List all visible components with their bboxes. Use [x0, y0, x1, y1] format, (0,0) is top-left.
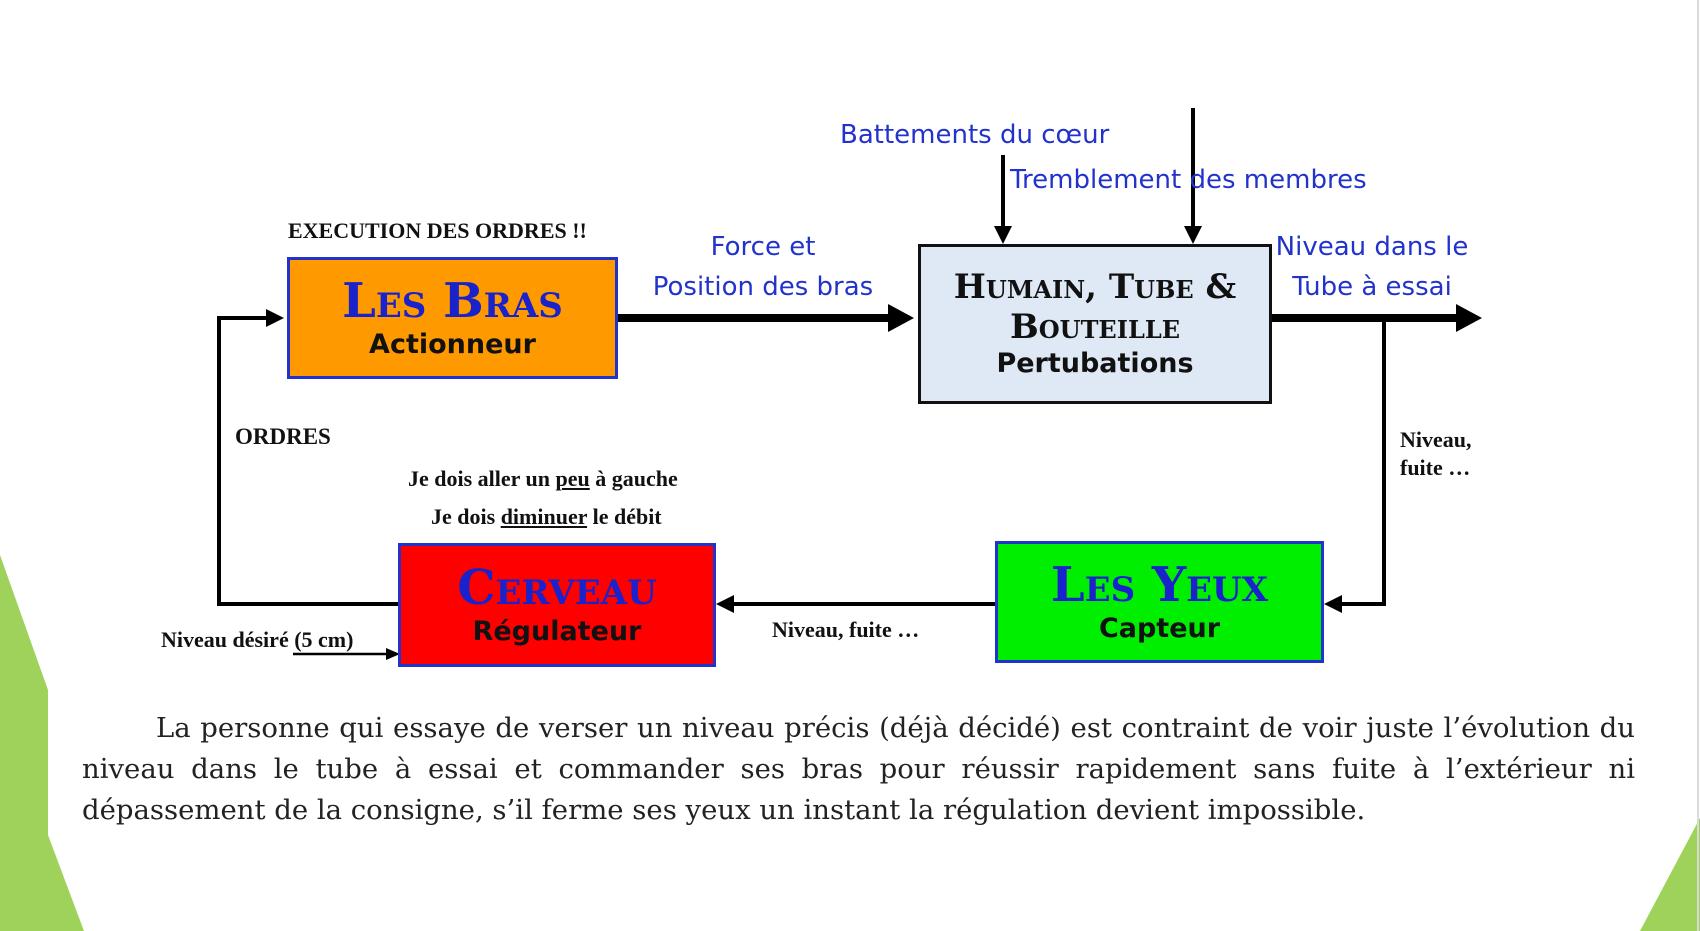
explanation-paragraph-text: La personne qui essaye de verser un nive… [82, 712, 1635, 826]
block-les-bras: Les Bras Actionneur [287, 257, 618, 379]
right-green-decoration [1640, 818, 1700, 931]
label-tremblement: Tremblement des membres [1010, 165, 1367, 195]
label-pensee-2-emph: diminuer [500, 504, 588, 529]
label-niveau-tube-1: Niveau dans le [1275, 232, 1469, 262]
arrowhead-battements [994, 226, 1012, 244]
arrowhead-output [1456, 304, 1482, 332]
arrow-feedback-to-yeux [1340, 318, 1386, 606]
label-niveau-fuite-bottom: Niveau, fuite … [772, 617, 920, 642]
label-niveau-fuite-right-1: Niveau, [1400, 427, 1472, 452]
block-cerveau: Cerveau Régulateur [398, 543, 716, 667]
block-environment-title-2: Bouteille [1010, 306, 1180, 347]
label-battements: Battements du cœur [840, 120, 1110, 150]
block-cerveau-title: Cerveau [457, 559, 657, 616]
block-cerveau-subtitle: Régulateur [472, 615, 642, 647]
label-pensee-2-after: le débit [587, 504, 662, 529]
label-pensee-2: Je dois diminuer le débit [431, 504, 662, 530]
label-pensee-2-before: Je dois [431, 504, 501, 529]
block-les-bras-subtitle: Actionneur [369, 328, 536, 360]
block-les-yeux-title: Les Yeux [1050, 556, 1269, 613]
explanation-paragraph: La personne qui essaye de verser un nive… [82, 708, 1635, 831]
label-execution: EXECUTION DES ORDRES !! [288, 218, 587, 243]
arrowhead-tremblement [1184, 226, 1202, 244]
label-force-1: Force et [710, 232, 816, 262]
arrowhead-yeux [1324, 595, 1342, 613]
label-niveau-fuite-right-2: fuite … [1400, 455, 1471, 480]
block-les-bras-title: Les Bras [342, 272, 563, 329]
block-environment: Humain, Tube & Bouteille Pertubations [918, 244, 1272, 404]
arrow-ordres [217, 316, 398, 606]
arrowhead-bras [266, 309, 284, 327]
arrowhead-cerveau [716, 595, 734, 613]
label-pensee-1: Je dois aller un peu à gauche [408, 466, 678, 492]
left-green-decoration [0, 555, 84, 931]
block-les-yeux: Les Yeux Capteur [995, 541, 1324, 663]
label-pensee-1-after: à gauche [589, 466, 678, 491]
label-pensee-1-before: Je dois aller un [408, 466, 556, 491]
arrowhead-consigne [386, 648, 400, 660]
label-force-2: Position des bras [652, 272, 874, 302]
block-environment-title-1: Humain, Tube & [953, 266, 1237, 307]
label-ordres: ORDRES [235, 424, 331, 449]
block-environment-subtitle: Pertubations [996, 347, 1194, 379]
label-niveau-tube-2: Tube à essai [1292, 272, 1452, 302]
label-niveau-desire: Niveau désiré (5 cm) [161, 627, 354, 652]
block-les-yeux-subtitle: Capteur [1098, 612, 1221, 644]
label-pensee-1-emph: peu [555, 466, 590, 491]
arrowhead-environment [888, 304, 914, 332]
